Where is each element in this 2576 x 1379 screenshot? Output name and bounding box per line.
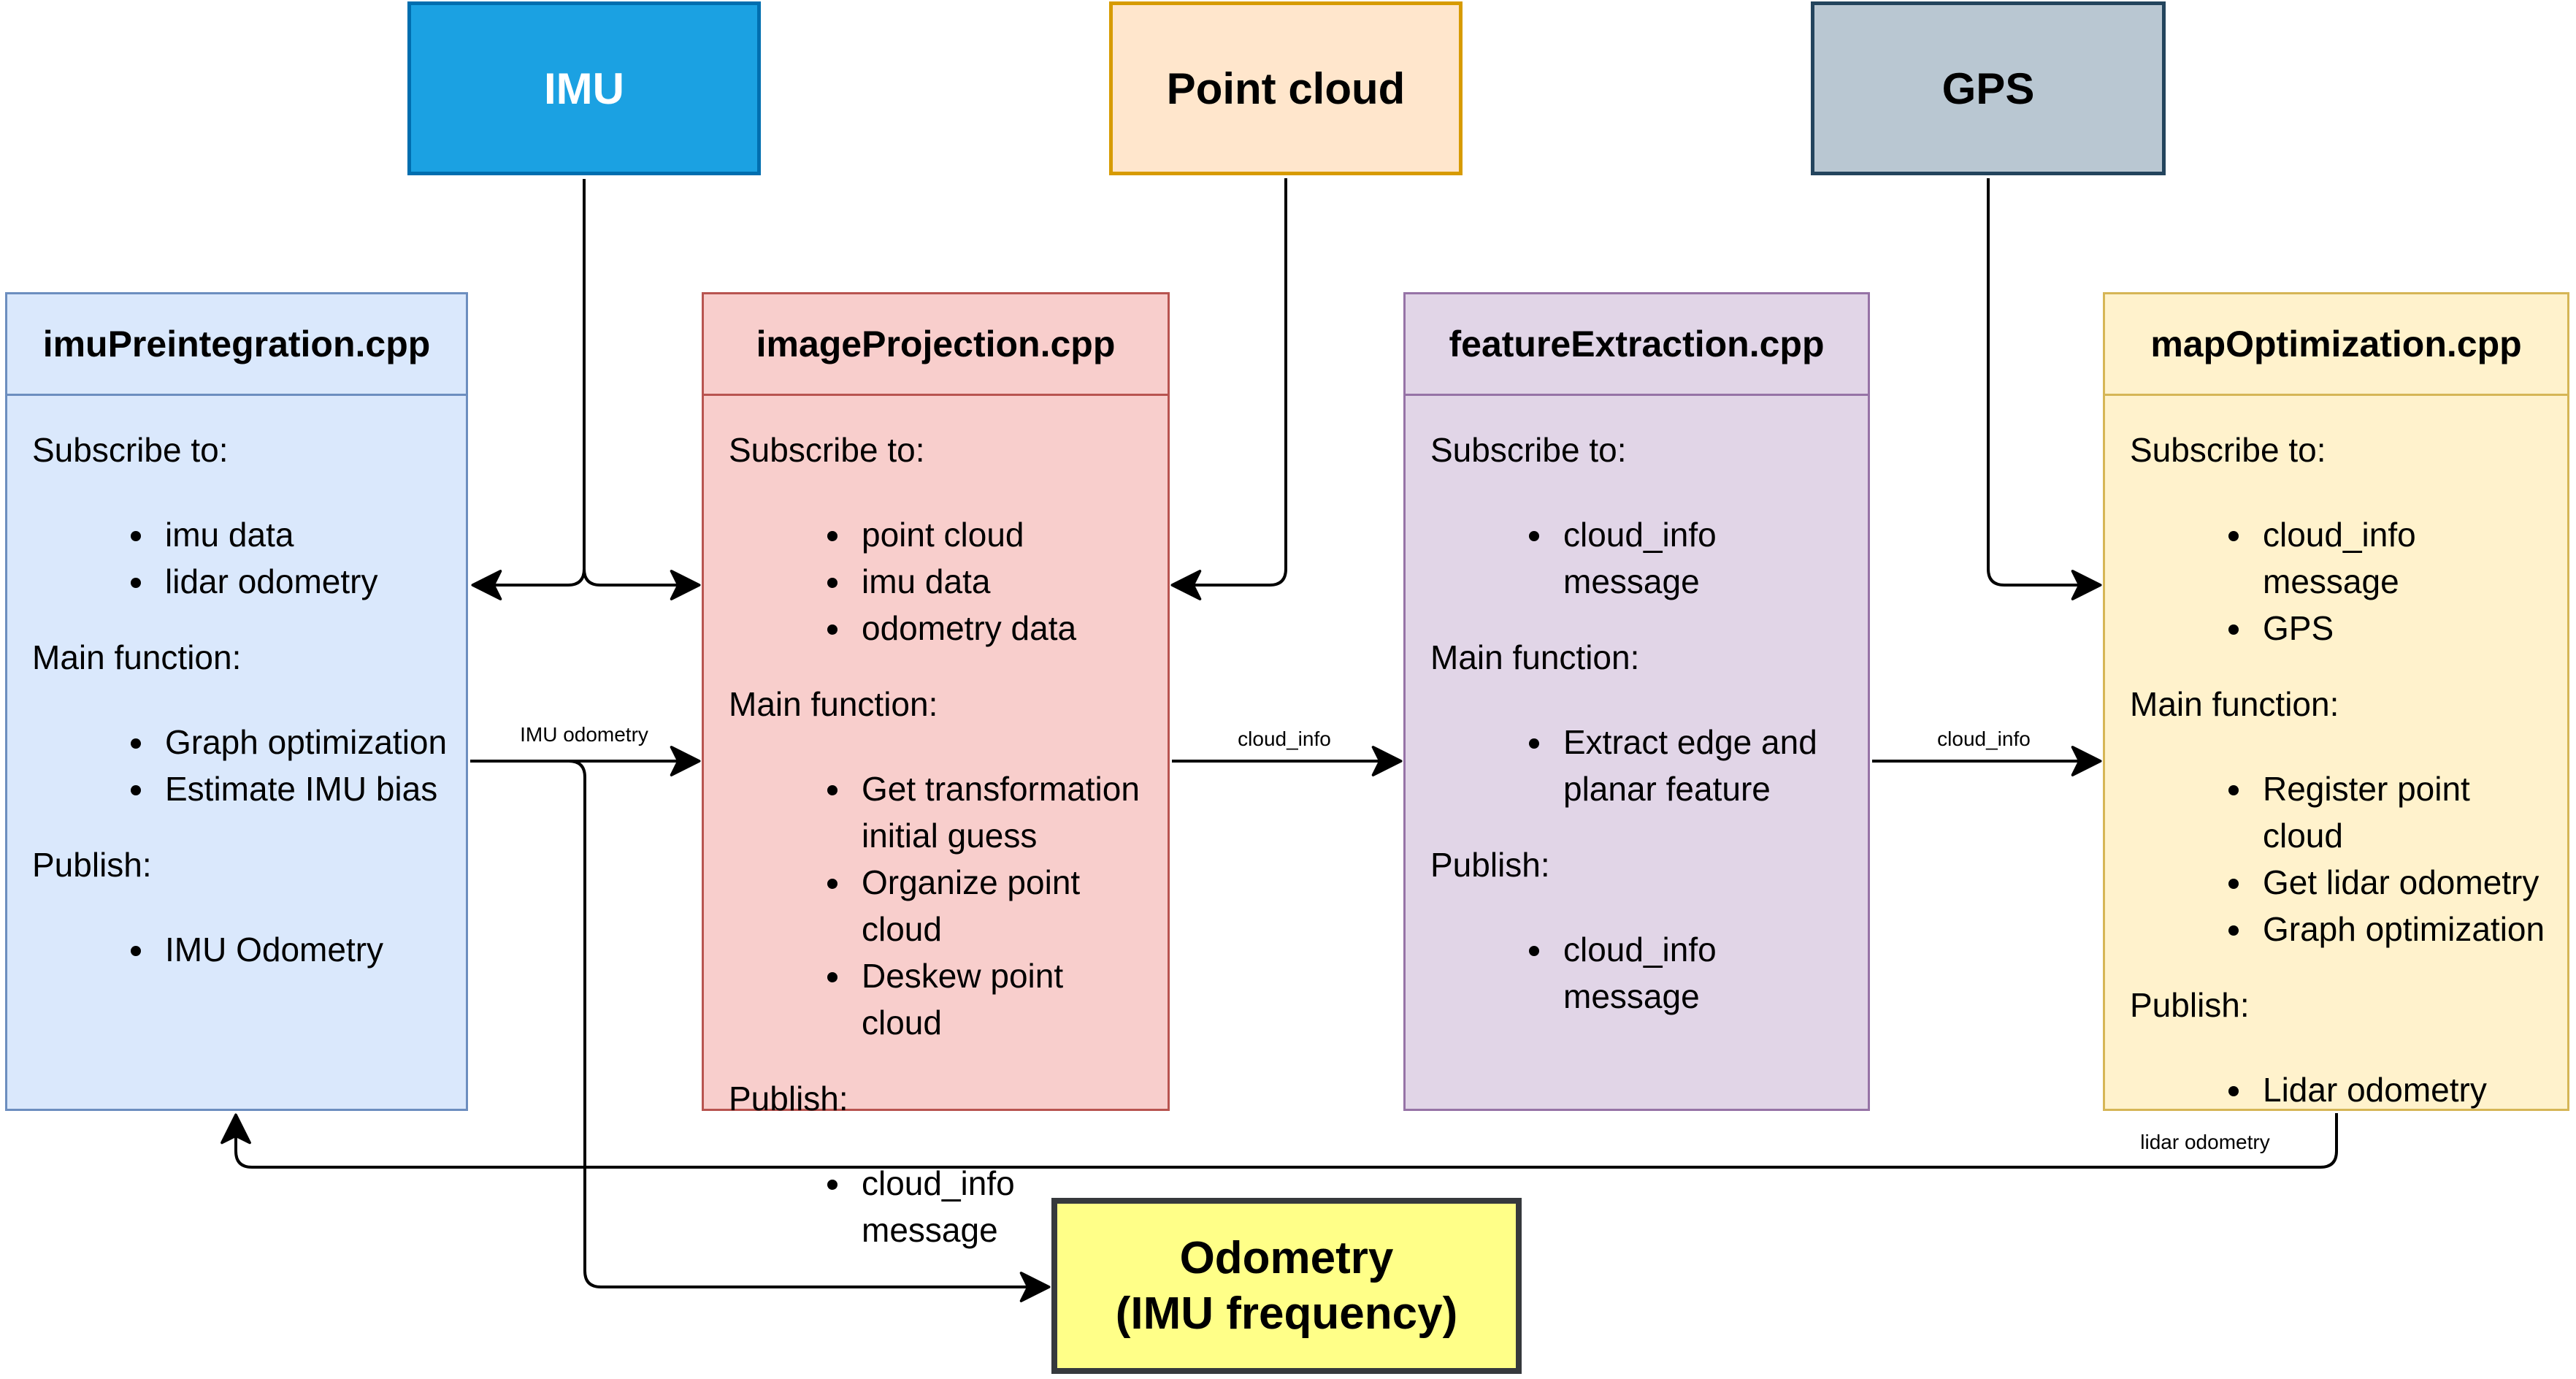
list-item: cloud_info message (853, 1160, 1151, 1253)
section-list: imu data lidar odometry (32, 511, 450, 605)
list-item: Register point cloud (2254, 765, 2551, 859)
node-mapoptimization: mapOptimization.cpp Subscribe to: cloud_… (2103, 292, 2569, 1111)
section-list: Register point cloud Get lidar odometry … (2130, 765, 2551, 952)
source-box-pointcloud-label: Point cloud (1166, 64, 1406, 113)
section-heading: Main function: (1430, 638, 1640, 676)
list-item: cloud_info message (2254, 511, 2551, 605)
node-body: Subscribe to: point cloud imu data odome… (704, 396, 1168, 1253)
source-box-pointcloud: Point cloud (1109, 1, 1463, 175)
list-item: cloud_info message (1555, 511, 1852, 605)
section-heading: Publish: (1430, 846, 1550, 884)
list-item: Estimate IMU bias (156, 765, 450, 812)
section-heading: Subscribe to: (32, 431, 229, 469)
list-item: Get transformation initial guess (853, 765, 1151, 859)
node-imageprojection: imageProjection.cpp Subscribe to: point … (702, 292, 1170, 1249)
section-heading: Main function: (2130, 685, 2339, 723)
section-list: cloud_info message (1430, 511, 1852, 605)
node-title: imuPreintegration.cpp (7, 294, 466, 396)
section-list: Extract edge and planar feature (1430, 719, 1852, 812)
section-list: cloud_info message GPS (2130, 511, 2551, 652)
section-heading: Subscribe to: (729, 431, 925, 469)
imu-odometry-branch-to-output-arrow (568, 760, 1051, 1302)
imu-to-imupreintegration-arrow (471, 179, 586, 600)
node-body: Subscribe to: cloud_info message GPS Mai… (2105, 396, 2567, 1113)
source-box-imu-label: IMU (544, 64, 624, 113)
list-item: Deskew point cloud (853, 952, 1151, 1046)
section-heading: Subscribe to: (1430, 431, 1627, 469)
list-item: Graph optimization (2254, 906, 2551, 952)
section-heading: Publish: (2130, 986, 2250, 1024)
output-box-line1: Odometry (1179, 1232, 1394, 1283)
list-item: Extract edge and planar feature (1555, 719, 1852, 812)
node-body: Subscribe to: cloud_info message Main fu… (1406, 396, 1868, 1020)
section-heading: Subscribe to: (2130, 431, 2326, 469)
edge-label-imu-odometry: IMU odometry (515, 723, 653, 746)
section-list: cloud_info message (1430, 926, 1852, 1020)
section-heading: Main function: (32, 638, 242, 676)
node-title: imageProjection.cpp (704, 294, 1168, 396)
list-item: GPS (2254, 605, 2551, 652)
list-item: Lidar odometry (2254, 1066, 2551, 1113)
imu-to-imageprojection-arrow (583, 568, 701, 600)
node-title: featureExtraction.cpp (1406, 294, 1868, 396)
list-item: imu data (156, 511, 450, 558)
list-item: odometry data (853, 605, 1151, 652)
node-imupreintegration: imuPreintegration.cpp Subscribe to: imu … (5, 292, 468, 1111)
edge-label-cloud-info-1: cloud_info (1233, 727, 1335, 751)
list-item: point cloud (853, 511, 1151, 558)
list-item: lidar odometry (156, 558, 450, 605)
section-list: cloud_info message (729, 1160, 1151, 1253)
section-heading: Publish: (729, 1080, 848, 1118)
section-heading: Main function: (729, 685, 938, 723)
list-item: cloud_info message (1555, 926, 1852, 1020)
pointcloud-to-imageprojection-arrow (1170, 178, 1287, 600)
gps-to-mapoptimization-arrow (1987, 178, 2102, 600)
node-featureextraction: featureExtraction.cpp Subscribe to: clou… (1403, 292, 1870, 1111)
output-box-odometry: Odometry (IMU frequency) (1051, 1198, 1522, 1374)
section-list: Get transformation initial guess Organiz… (729, 765, 1151, 1046)
source-box-gps-label: GPS (1941, 64, 2035, 113)
list-item: Graph optimization (156, 719, 450, 765)
node-body: Subscribe to: imu data lidar odometry Ma… (7, 396, 466, 973)
list-item: Organize point cloud (853, 859, 1151, 952)
section-list: Lidar odometry (2130, 1066, 2551, 1113)
source-box-imu: IMU (407, 1, 761, 175)
edge-label-cloud-info-2: cloud_info (1933, 727, 2035, 751)
section-list: Graph optimization Estimate IMU bias (32, 719, 450, 812)
lidar-odometry-feedback-arrow (221, 1113, 2338, 1169)
list-item: imu data (853, 558, 1151, 605)
source-box-gps: GPS (1811, 1, 2166, 175)
list-item: IMU Odometry (156, 926, 450, 973)
section-list: point cloud imu data odometry data (729, 511, 1151, 652)
section-list: IMU Odometry (32, 926, 450, 973)
output-box-line2: (IMU frequency) (1115, 1288, 1458, 1339)
list-item: Get lidar odometry (2254, 859, 2551, 906)
section-heading: Publish: (32, 846, 152, 884)
node-title: mapOptimization.cpp (2105, 294, 2567, 396)
edge-label-lidar-odometry: lidar odometry (2136, 1131, 2274, 1154)
